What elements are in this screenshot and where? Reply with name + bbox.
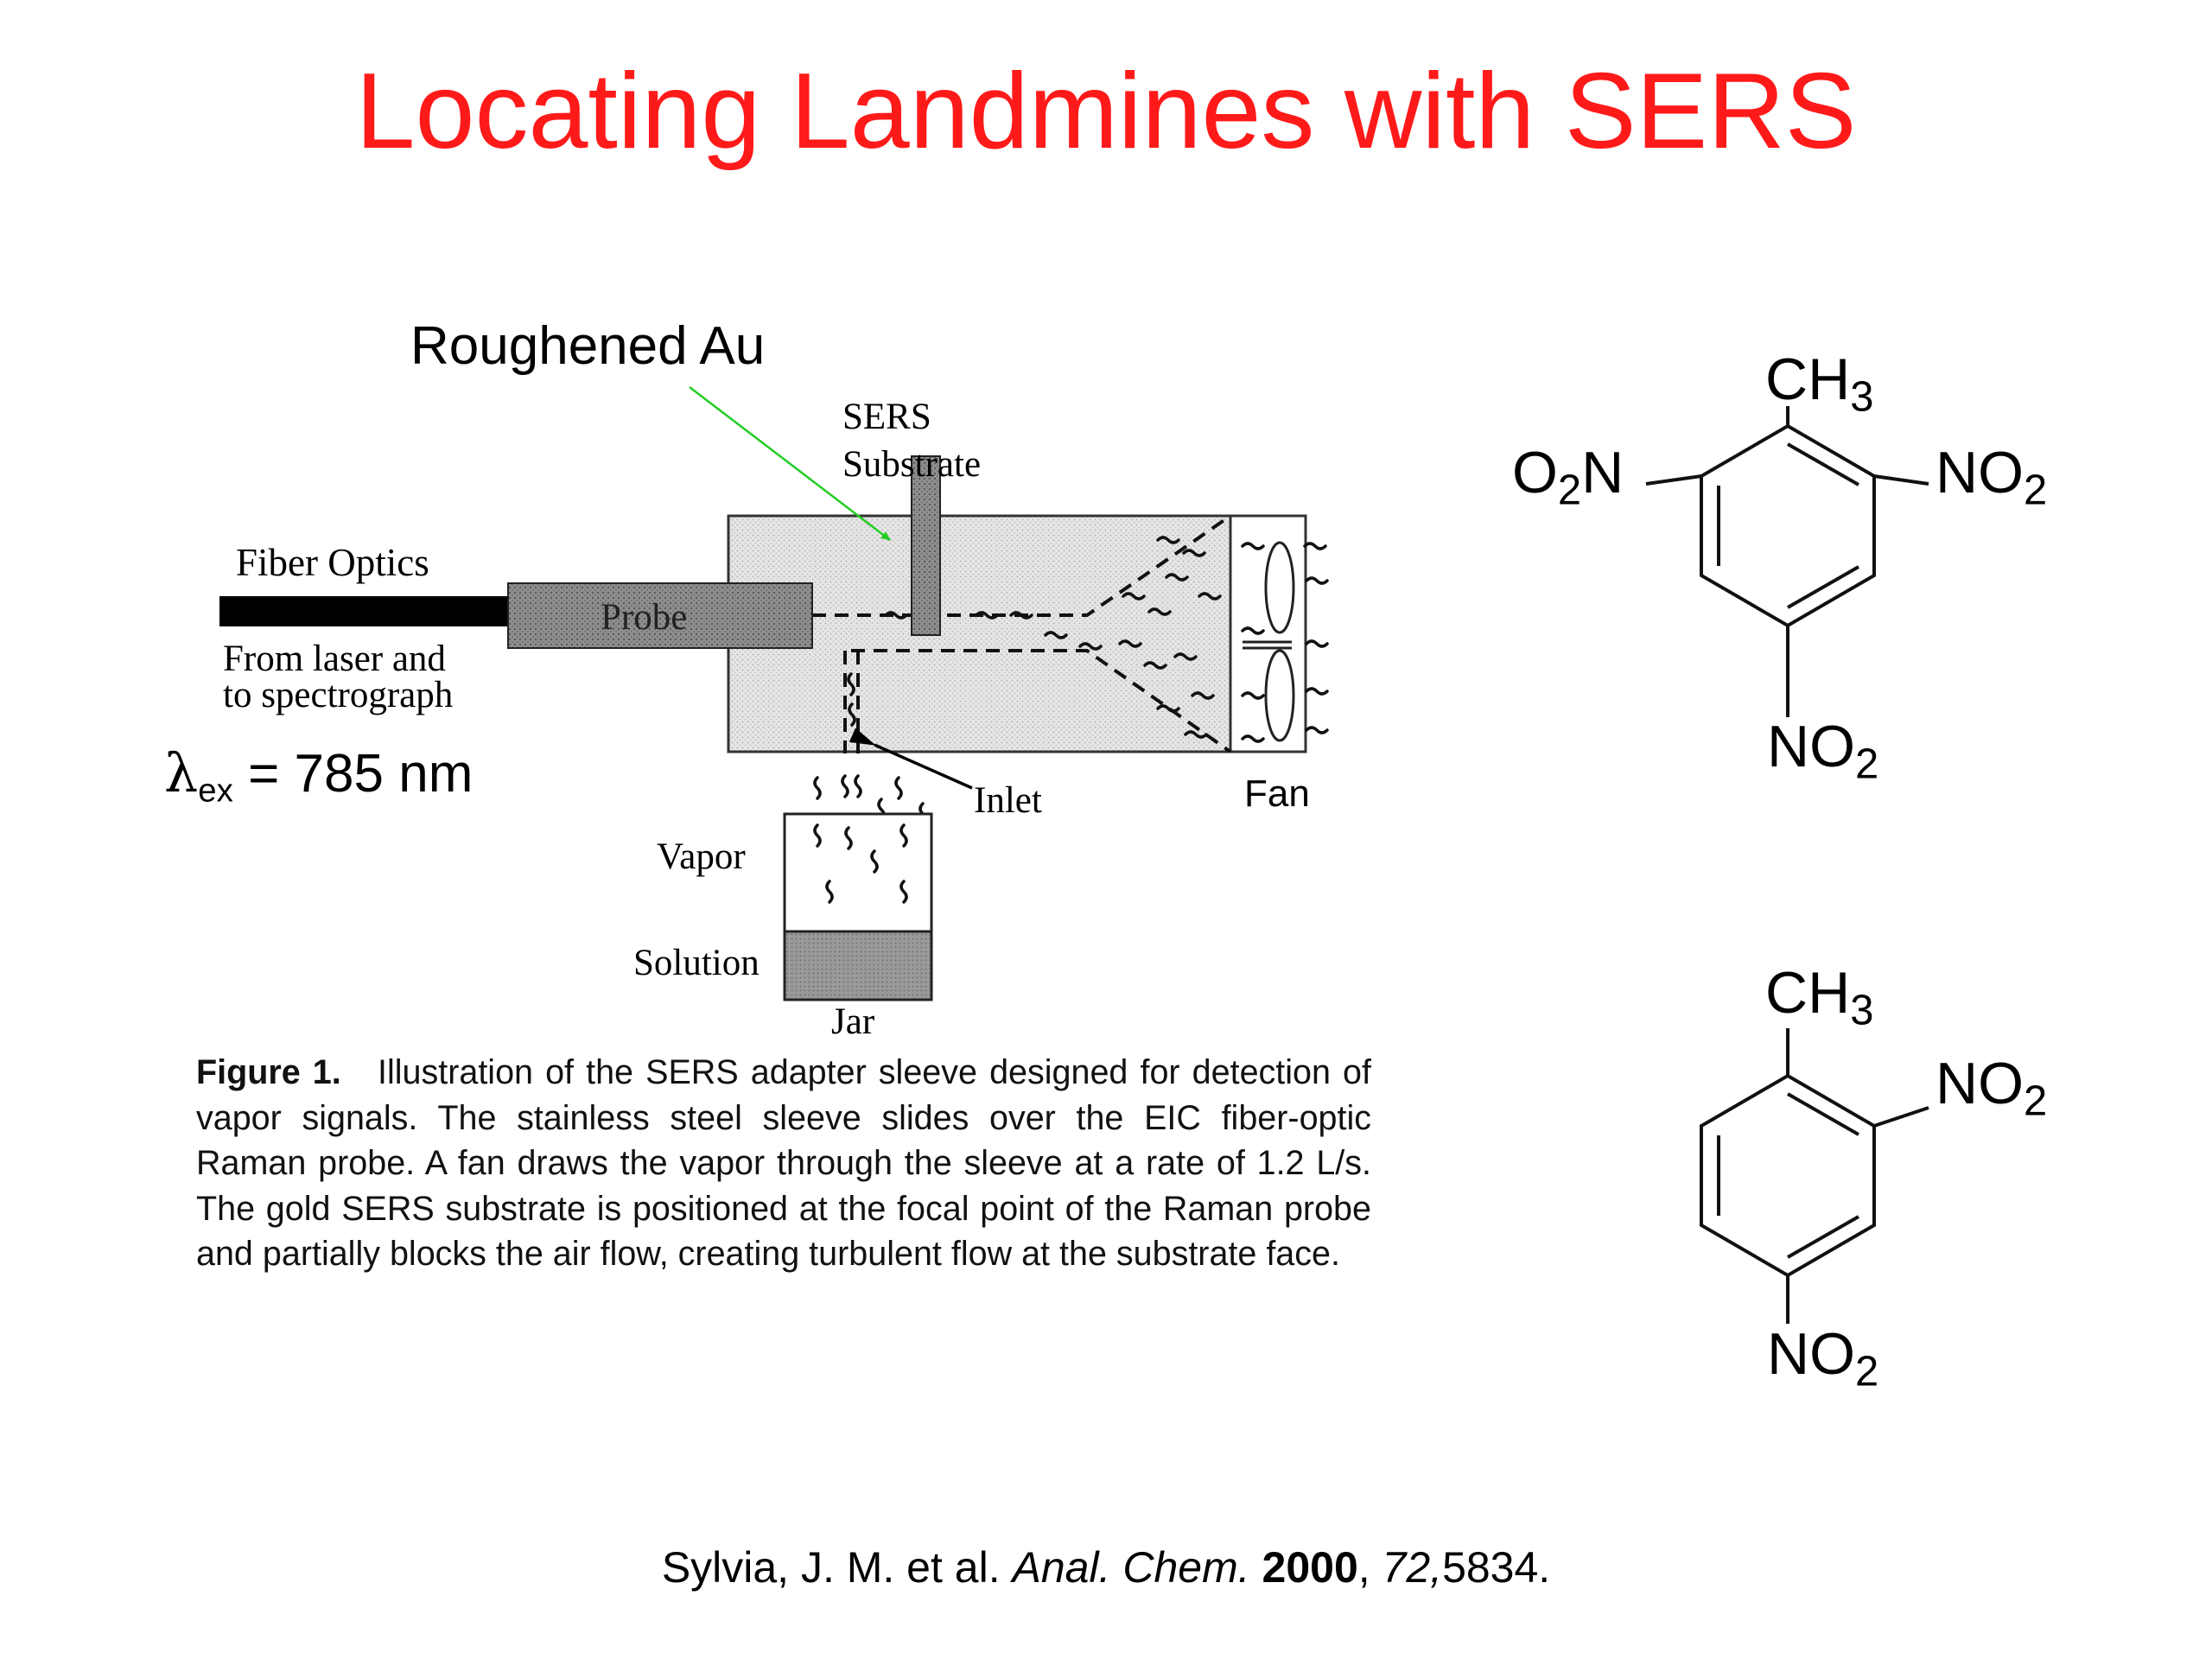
probe-body — [507, 582, 813, 649]
sers-substrate-label-line1: SERS — [842, 397, 931, 437]
tnt-o2n-o: O — [1512, 440, 1558, 505]
tnt-bond-right — [1873, 474, 1929, 486]
excitation-wavelength: λex = 785 nm — [164, 741, 473, 810]
citation-volume: 72, — [1382, 1543, 1443, 1592]
tnt-ch3-label: CH3 — [1765, 346, 1873, 422]
fan-blades — [1243, 541, 1295, 742]
tnt-ch3-subscript: 3 — [1850, 373, 1874, 421]
citation-authors: Sylvia, J. M. et al. — [661, 1543, 1013, 1592]
citation: Sylvia, J. M. et al. Anal. Chem. 2000, 7… — [0, 1542, 2212, 1592]
figure-caption-label: Figure 1. — [196, 1053, 341, 1091]
dnt-bond-right — [1873, 1106, 1929, 1128]
tnt-no2-bottom-subscript: 2 — [1855, 741, 1879, 788]
sers-substrate-label-line2: Substrate — [842, 444, 982, 485]
dnt-no2-bottom-subscript: 2 — [1855, 1348, 1879, 1395]
tnt-o2n-subscript: 2 — [1557, 467, 1582, 514]
solution-label: Solution — [633, 943, 760, 983]
tnt-no2-bottom-label: NO2 — [1767, 713, 1878, 789]
lambda-subscript: ex — [198, 772, 233, 810]
dnt-no2-right-text: NO — [1936, 1051, 2024, 1116]
roughened-au-pointer — [689, 386, 891, 541]
citation-journal: Anal. Chem. — [1012, 1543, 1250, 1592]
citation-pages: 5834. — [1442, 1543, 1551, 1592]
sers-substrate — [911, 455, 941, 636]
sleeve-body — [727, 514, 1307, 753]
citation-comma: , — [1357, 1543, 1382, 1592]
dnt-ch3-label: CH3 — [1765, 959, 1873, 1035]
tnt-no2-right-label: NO2 — [1936, 439, 2047, 515]
roughened-au-label: Roughened Au — [410, 316, 766, 376]
tnt-no2-bottom-text: NO — [1767, 714, 1855, 779]
tnt-ch3-text: CH — [1765, 346, 1851, 412]
sers-substrate-label: SERS Substrate — [842, 393, 981, 488]
from-laser-label-line1: From laser and — [223, 639, 446, 679]
vapor-molecules — [813, 536, 1329, 826]
fan-label: Fan — [1244, 772, 1310, 815]
vapor-label: Vapor — [657, 836, 746, 877]
tnt-bond-left — [1645, 474, 1702, 486]
tnt-no2-right-text: NO — [1936, 440, 2024, 505]
fiber-optic-cable — [219, 596, 508, 626]
inlet-pointer — [849, 728, 973, 790]
tnt-o2n-label: O2N — [1512, 439, 1624, 515]
citation-space — [1250, 1543, 1262, 1592]
jar-label: Jar — [831, 1001, 875, 1042]
figure-caption-text: Illustration of the SERS adapter sleeve … — [196, 1053, 1371, 1273]
dnt-no2-right-label: NO2 — [1936, 1050, 2047, 1126]
dnt-no2-right-subscript: 2 — [2024, 1077, 2048, 1125]
inlet-label: Inlet — [974, 780, 1042, 821]
lambda-value: = 785 nm — [232, 744, 474, 804]
figure-caption: Figure 1. Illustration of the SERS adapt… — [196, 1050, 1371, 1277]
from-laser-label-line2: to spectrograph — [223, 675, 454, 715]
tnt-o2n-n: N — [1581, 440, 1624, 505]
from-laser-label: From laser and to spectrograph — [223, 639, 454, 715]
dnt-ring — [1700, 1028, 1929, 1324]
dnt-ch3-text: CH — [1765, 960, 1851, 1026]
lambda-symbol: λ — [164, 741, 199, 804]
jar-solution — [783, 930, 933, 1001]
dnt-no2-bottom-text: NO — [1767, 1321, 1855, 1387]
probe-label: Probe — [601, 597, 688, 638]
fiber-optics-label: Fiber Optics — [236, 541, 429, 584]
tnt-ring — [1645, 406, 1929, 717]
jar-vapor-molecules — [813, 823, 908, 904]
tnt-no2-right-subscript: 2 — [2024, 467, 2048, 514]
citation-year: 2000 — [1262, 1543, 1358, 1592]
flow-path — [812, 514, 1232, 753]
slide-title: Locating Landmines with SERS — [355, 52, 1857, 171]
dnt-ch3-subscript: 3 — [1850, 987, 1874, 1034]
dnt-no2-bottom-label: NO2 — [1767, 1320, 1878, 1396]
